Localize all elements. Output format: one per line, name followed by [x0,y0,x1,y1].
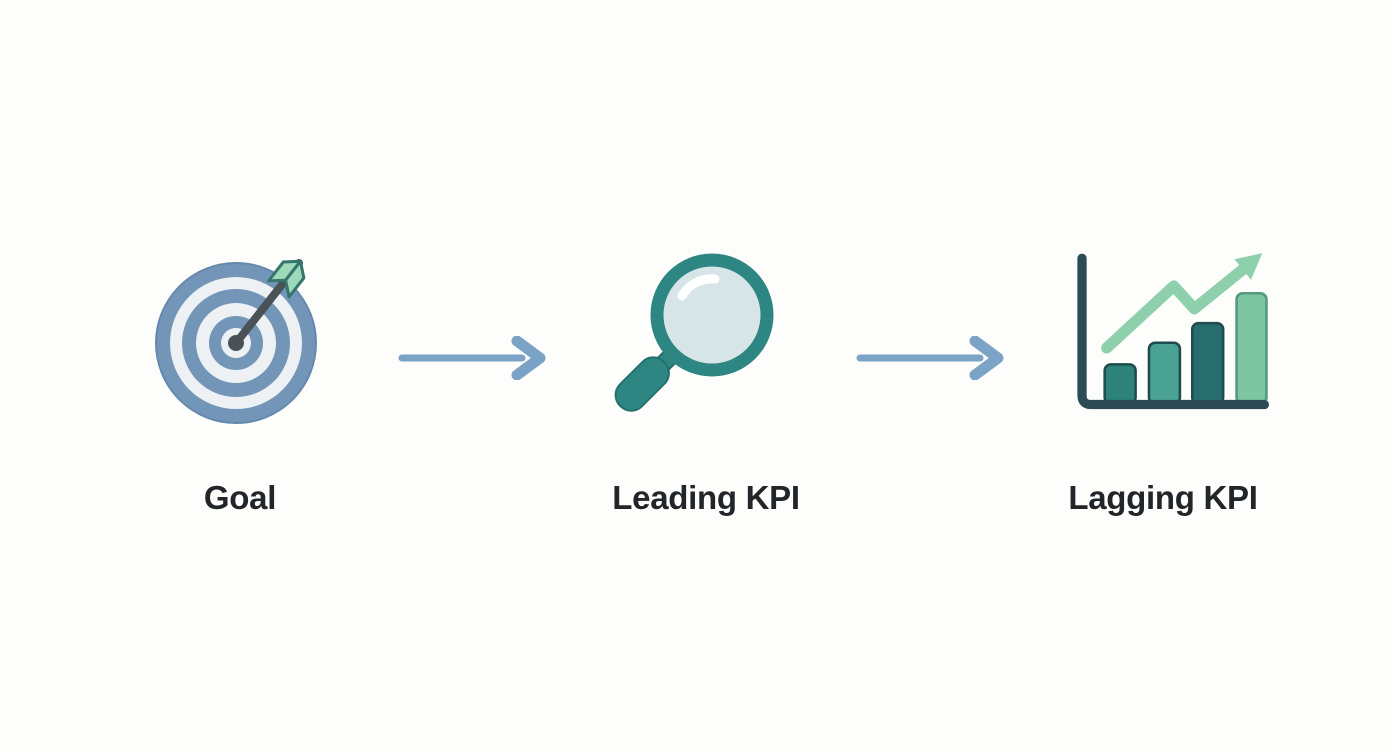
magnifying-glass-icon [614,253,774,412]
bar-chart-icon [1077,253,1270,410]
bar-1 [1103,363,1137,405]
lens-highlight [677,274,720,301]
target-icon [155,259,317,424]
bar-4 [1235,291,1268,405]
bar-3 [1190,321,1225,405]
trend-arrowhead [1234,253,1263,280]
arrow-right-icon [398,336,546,380]
arrow-right-icon [856,336,1004,380]
step-label-goal: Goal [203,479,277,516]
trend-line [1101,263,1249,354]
chart-axes [1077,253,1270,410]
bar-2 [1147,341,1182,405]
step-label-leading-kpi: Leading KPI [612,479,800,516]
step-label-lagging-kpi: Lagging KPI [1068,479,1258,516]
arrow-fletching [267,259,306,299]
